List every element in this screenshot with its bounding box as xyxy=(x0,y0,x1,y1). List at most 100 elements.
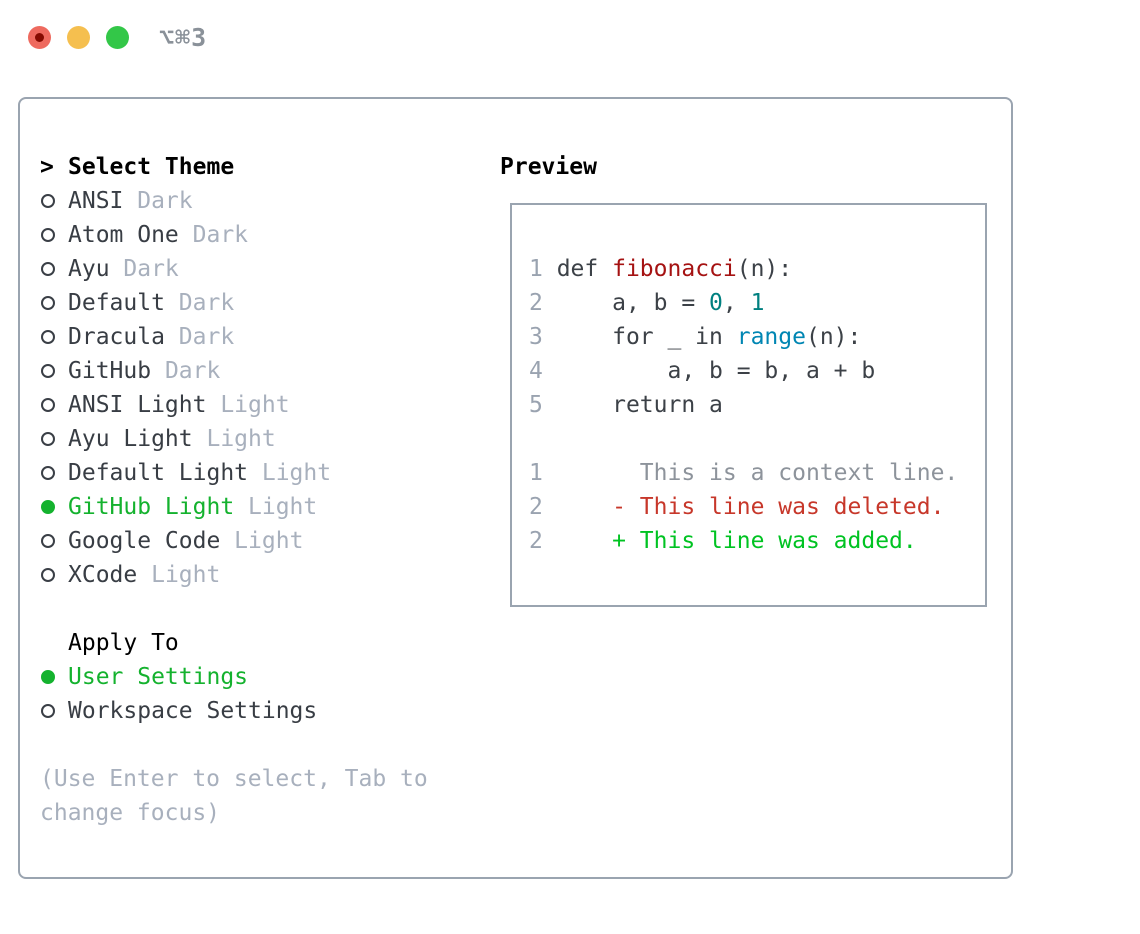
code-line: 1 def fibonacci(n): xyxy=(529,252,985,286)
theme-option-marker xyxy=(40,466,68,480)
theme-option-atom-one[interactable]: Atom One Dark xyxy=(40,218,490,252)
line-number: 2 xyxy=(529,290,543,316)
minimize-button[interactable] xyxy=(67,25,90,49)
radio-unselected-icon xyxy=(41,228,55,242)
spacer-line xyxy=(529,422,985,456)
theme-variant: Light xyxy=(137,562,221,588)
theme-option-ayu[interactable]: Ayu Dark xyxy=(40,252,490,286)
theme-option-marker xyxy=(40,194,68,208)
theme-name: XCode xyxy=(68,562,138,588)
theme-name: Default Light xyxy=(68,460,249,486)
radio-unselected-icon xyxy=(41,330,55,344)
line-number: 2 xyxy=(529,494,543,520)
theme-option-marker xyxy=(40,534,68,548)
radio-selected-icon xyxy=(41,670,55,684)
theme-variant: Light xyxy=(206,392,290,418)
code-segment-func: fibonacci xyxy=(612,256,737,282)
radio-unselected-icon xyxy=(41,466,55,480)
theme-option-ayu-light[interactable]: Ayu Light Light xyxy=(40,422,490,456)
theme-name: Ayu xyxy=(68,256,110,282)
theme-option-ansi[interactable]: ANSI Dark xyxy=(40,184,490,218)
radio-unselected-icon xyxy=(41,568,55,582)
theme-option-default-light[interactable]: Default Light Light xyxy=(40,456,490,490)
line-number: 2 xyxy=(529,528,543,554)
preview-header: Preview xyxy=(500,154,597,180)
close-button[interactable] xyxy=(28,25,51,49)
code-segment-add: + This line was added. xyxy=(542,528,917,554)
hint-text-line1: (Use Enter to select, Tab to xyxy=(40,766,428,792)
code-segment-code: a, b = b, a + b xyxy=(542,358,876,384)
radio-unselected-icon xyxy=(41,262,55,276)
hint-text-line2: change focus) xyxy=(40,800,221,826)
theme-option-ansi-light[interactable]: ANSI Light Light xyxy=(40,388,490,422)
close-dot-icon xyxy=(35,32,44,42)
apply-to-header-row: Apply To xyxy=(40,626,490,660)
theme-variant: Dark xyxy=(164,324,235,350)
select-theme-header-row: > Select Theme xyxy=(40,150,490,184)
theme-variant: Dark xyxy=(123,188,193,214)
radio-unselected-icon xyxy=(41,534,55,548)
spacer xyxy=(40,592,490,626)
theme-option-xcode[interactable]: XCode Light xyxy=(40,558,490,592)
apply-option-workspace-settings[interactable]: Workspace Settings xyxy=(40,694,490,728)
code-segment-num: 0 xyxy=(709,290,723,316)
apply-option-marker xyxy=(40,670,68,684)
theme-option-marker xyxy=(40,398,68,412)
theme-variant: Dark xyxy=(151,358,221,384)
theme-option-github-light[interactable]: GitHub Light Light xyxy=(40,490,490,524)
theme-option-marker xyxy=(40,330,68,344)
code-segment-code: def xyxy=(542,256,613,282)
theme-variant: Light xyxy=(234,494,318,520)
theme-option-dracula[interactable]: Dracula Dark xyxy=(40,320,490,354)
theme-variant: Light xyxy=(192,426,276,452)
apply-option-user-settings[interactable]: User Settings xyxy=(40,660,490,694)
diff-line: 1 This is a context line. xyxy=(529,456,985,490)
code-segment-code: return a xyxy=(542,392,723,418)
theme-name: ANSI xyxy=(68,188,124,214)
select-theme-header: Select Theme xyxy=(68,154,235,180)
code-line: 3 for _ in range(n): xyxy=(529,320,985,354)
theme-option-google-code[interactable]: Google Code Light xyxy=(40,524,490,558)
line-number: 3 xyxy=(529,324,543,350)
apply-option-marker xyxy=(40,704,68,718)
spacer xyxy=(40,728,490,762)
code-segment-code: for _ in xyxy=(542,324,737,350)
theme-name: GitHub Light xyxy=(68,494,235,520)
hint-row-1: (Use Enter to select, Tab to xyxy=(40,762,490,796)
radio-unselected-icon xyxy=(41,432,55,446)
diff-line: 2 - This line was deleted. xyxy=(529,490,985,524)
theme-option-marker xyxy=(40,364,68,378)
radio-unselected-icon xyxy=(41,296,55,310)
focus-caret-marker: > xyxy=(40,154,68,180)
theme-variant: Light xyxy=(220,528,304,554)
code-segment-context: This is a context line. xyxy=(542,460,959,486)
radio-unselected-icon xyxy=(41,704,55,718)
theme-option-marker xyxy=(40,568,68,582)
hint-row-2: change focus) xyxy=(40,796,490,830)
code-line: 5 return a xyxy=(529,388,985,422)
theme-option-default[interactable]: Default Dark xyxy=(40,286,490,320)
maximize-button[interactable] xyxy=(106,25,129,49)
theme-name: Dracula xyxy=(68,324,165,350)
apply-option-label: User Settings xyxy=(68,664,249,690)
theme-variant: Dark xyxy=(109,256,179,282)
code-segment-code: , xyxy=(722,290,751,316)
theme-option-marker xyxy=(40,262,68,276)
code-segment-builtin: range xyxy=(736,324,806,350)
code-segment-del: - This line was deleted. xyxy=(542,494,945,520)
theme-option-github[interactable]: GitHub Dark xyxy=(40,354,490,388)
theme-name: Google Code xyxy=(68,528,221,554)
line-number: 1 xyxy=(529,256,543,282)
apply-to-header: Apply To xyxy=(68,630,179,656)
theme-name: Ayu Light xyxy=(68,426,193,452)
theme-option-marker xyxy=(40,228,68,242)
code-segment-code: (n): xyxy=(736,256,793,282)
